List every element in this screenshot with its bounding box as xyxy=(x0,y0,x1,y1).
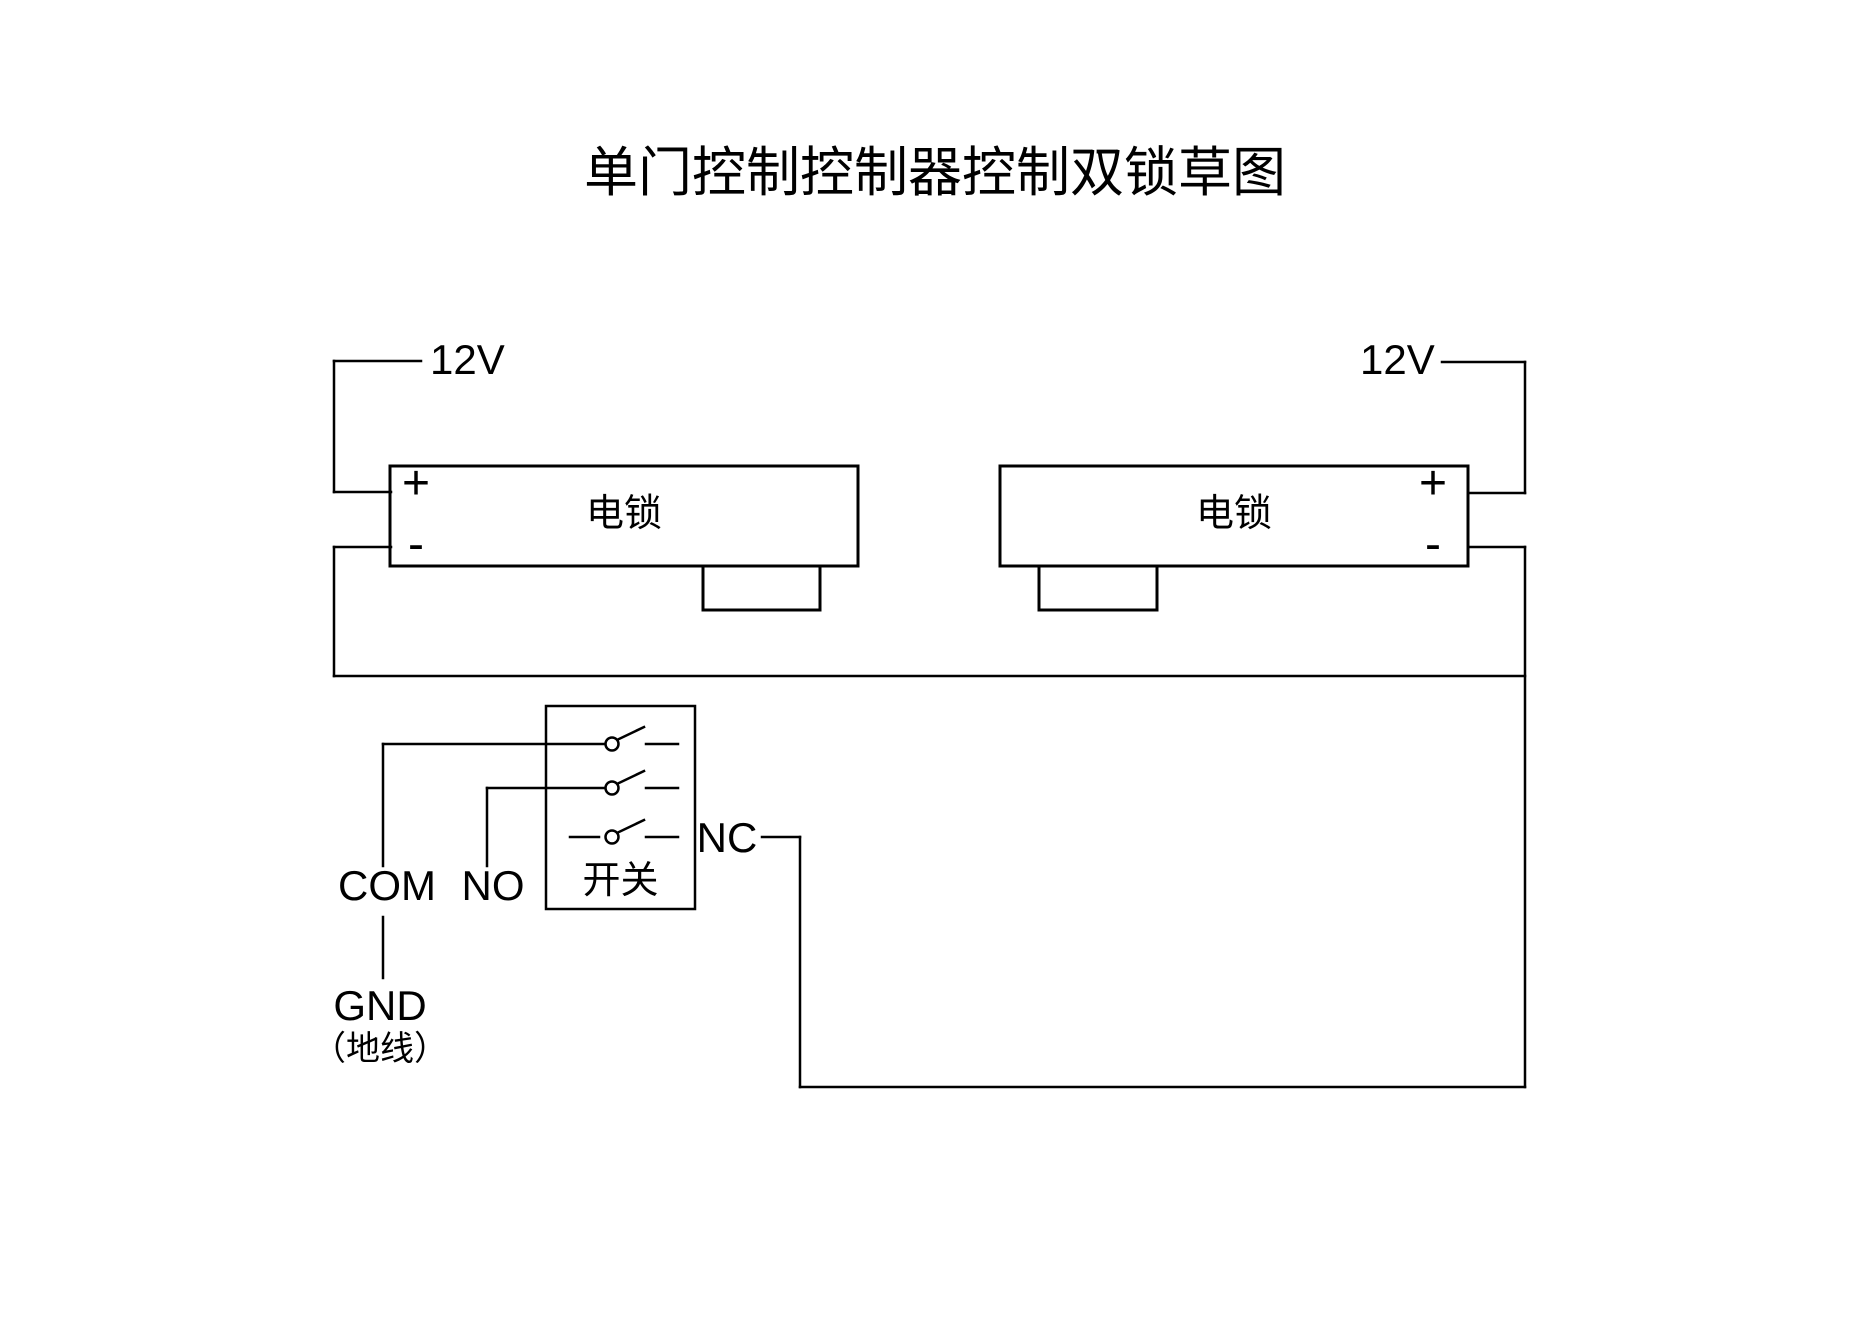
right-12v-label: 12V xyxy=(1360,336,1435,383)
switch2-lever xyxy=(617,769,646,785)
left-lock-plus-terminal: + xyxy=(401,457,431,510)
switch2-pivot-circle xyxy=(604,780,620,796)
switch-box xyxy=(544,704,697,911)
right-lock-plus-terminal: + xyxy=(1418,457,1448,510)
left-lock-minus-terminal: - xyxy=(408,518,424,571)
page-title: 单门控制控制器控制双锁草图 xyxy=(584,143,1286,203)
gnd-terminal-label: GND xyxy=(333,982,427,1029)
switch1-pivot-circle xyxy=(604,736,620,752)
left-12v-label: 12V xyxy=(430,336,505,383)
left-lock-tab xyxy=(701,564,822,612)
nc-terminal-label: NC xyxy=(696,814,758,861)
gnd-note-label: （地线） xyxy=(312,1030,448,1068)
no-terminal-label: NO xyxy=(461,862,525,909)
switch-label: 开关 xyxy=(582,860,659,902)
switch3-lever xyxy=(617,818,646,834)
right-lock-label: 电锁 xyxy=(1195,493,1272,535)
switch3-pivot-circle xyxy=(604,829,620,845)
left-lock-box xyxy=(388,464,860,568)
left-lock-label: 电锁 xyxy=(585,493,662,535)
switch1-lever xyxy=(617,725,646,741)
right-lock-tab xyxy=(1037,564,1159,612)
right-lock-box xyxy=(998,464,1470,568)
com-terminal-label: COM xyxy=(338,862,436,909)
right-lock-minus-terminal: - xyxy=(1425,518,1441,571)
